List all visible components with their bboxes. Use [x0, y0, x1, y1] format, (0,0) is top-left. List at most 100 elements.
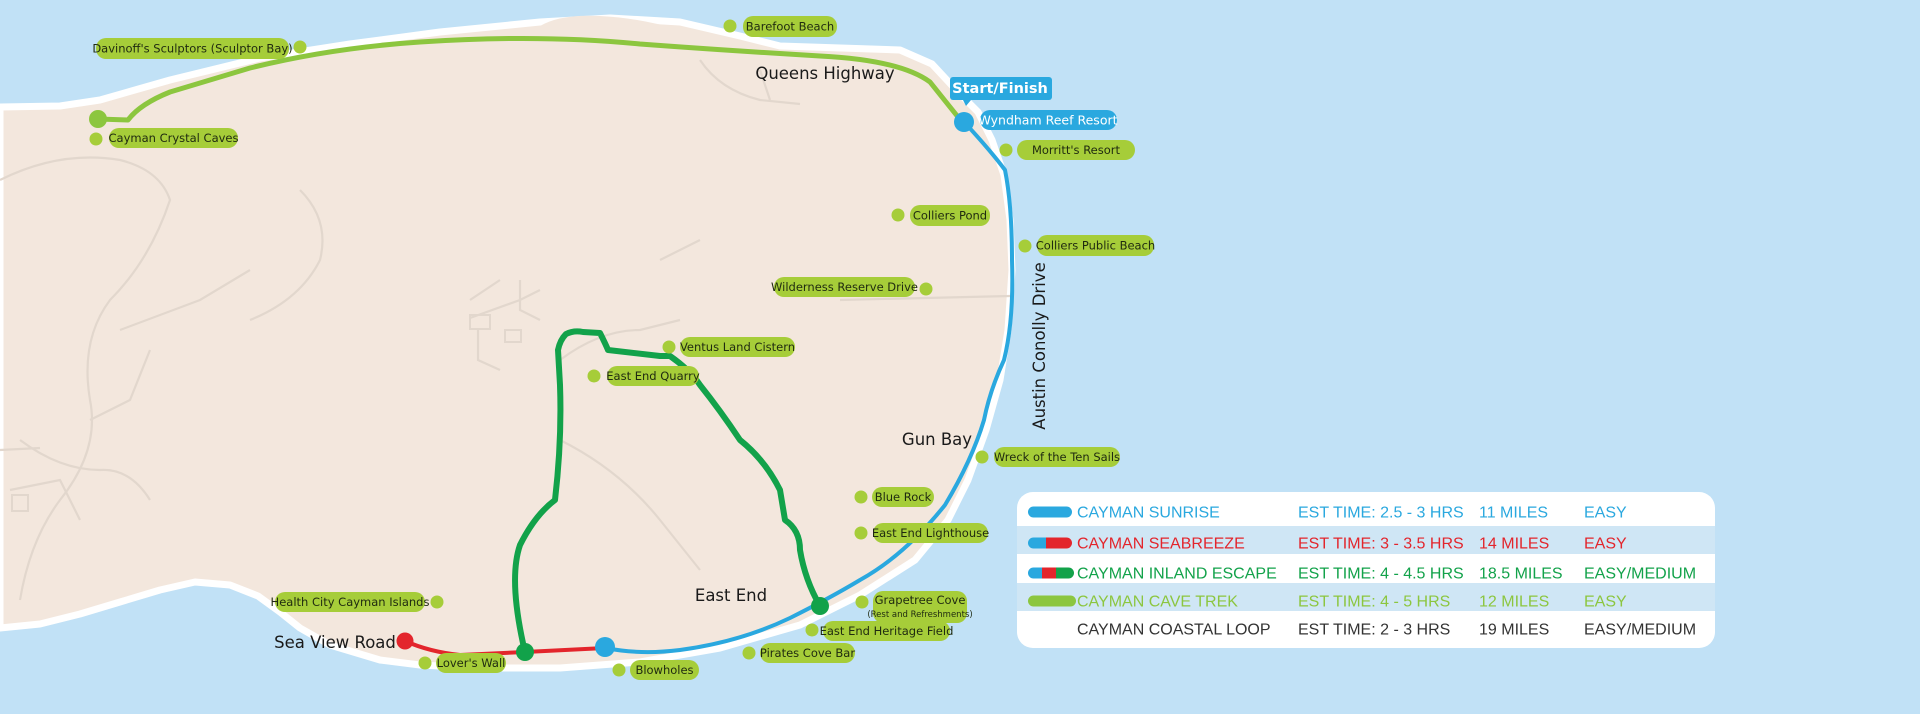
legend-row: CAYMAN SUNRISE EST TIME: 2.5 - 3 HRS 11 MI…: [1028, 505, 1627, 522]
road-label-austin-conolly-drive: Austin Conolly Drive: [1030, 262, 1049, 429]
poi-label: East End Lighthouse: [872, 526, 989, 540]
poi-heritage[interactable]: East End Heritage Field: [805, 621, 954, 641]
poi-label: Barefoot Beach: [746, 20, 834, 34]
poi-label-pill: [743, 16, 837, 37]
green-dot-icon: [855, 595, 869, 609]
poi-blue-rock[interactable]: Blue Rock: [854, 487, 935, 507]
wyndham-pill: [980, 110, 1117, 130]
legend-route-name: CAYMAN SUNRISE: [1077, 505, 1220, 522]
poi-colliers-pond[interactable]: Colliers Pond: [891, 205, 991, 226]
legend-row-band: [1017, 526, 1715, 554]
poi-label: Ventus Land Cistern: [680, 340, 795, 354]
route-sunrise: [603, 121, 1015, 655]
poi-label: Colliers Public Beach: [1036, 239, 1155, 253]
poi-label-pill: [774, 277, 915, 297]
poi-label-pill: [760, 643, 855, 663]
poi-label-pill: [1017, 140, 1135, 160]
poi-label: Lover's Wall: [437, 656, 506, 670]
poi-label-pill: [910, 205, 990, 226]
green-dot-icon: [612, 663, 626, 677]
poi-label: Wreck of the Ten Sails: [994, 450, 1120, 464]
road-label-gun-bay: Gun Bay: [902, 430, 972, 449]
legend-est-time: EST TIME: 4 - 5 HRS: [1298, 594, 1450, 611]
legend-row-band: [1017, 583, 1715, 611]
green-dot-icon: [293, 40, 307, 54]
poi-grapetree[interactable]: Grapetree Cove (Rest and Refreshments): [855, 591, 973, 623]
poi-health-city[interactable]: Health City Cayman Islands: [271, 592, 444, 612]
inland-junction-east[interactable]: [811, 597, 829, 615]
start-finish-marker[interactable]: [954, 112, 974, 132]
legend-distance: 19 MILES: [1479, 622, 1549, 639]
poi-quarry[interactable]: East End Quarry: [587, 366, 700, 386]
legend-swatch: [1028, 506, 1072, 518]
poi-blowholes[interactable]: Blowholes: [612, 660, 700, 680]
poi-lovers[interactable]: Lover's Wall: [418, 653, 507, 673]
green-dot-icon: [854, 490, 868, 504]
green-dot-icon: [805, 623, 819, 637]
poi-wilderness[interactable]: Wilderness Reserve Drive: [771, 277, 933, 297]
wyndham-callout[interactable]: Wyndham Reef Resort: [978, 110, 1118, 130]
green-dot-icon: [418, 656, 432, 670]
poi-label-pill: [823, 621, 950, 641]
inland-junction-west[interactable]: [516, 643, 534, 661]
legend-route-name: CAYMAN COASTAL LOOP: [1077, 622, 1271, 639]
green-dot-icon: [975, 450, 989, 464]
start-finish-label: Start/Finish: [952, 81, 1048, 97]
poi-label: Wilderness Reserve Drive: [771, 280, 918, 294]
legend-est-time: EST TIME: 2 - 3 HRS: [1298, 622, 1450, 639]
poi-pirates[interactable]: Pirates Cove Bar: [742, 643, 856, 663]
green-dot-icon: [742, 646, 756, 660]
legend-swatch: [1028, 595, 1076, 607]
poi-morritts[interactable]: Morritt's Resort: [999, 140, 1136, 160]
sea-view-road-marker[interactable]: [396, 632, 414, 650]
legend-distance: 11 MILES: [1479, 505, 1548, 522]
poi-label: Colliers Pond: [913, 209, 987, 223]
poi-davinoffs[interactable]: Davinoff's Sculptors (Sculptor Bay): [92, 38, 307, 59]
poi-ten-sails[interactable]: Wreck of the Ten Sails: [975, 447, 1121, 467]
green-dot-icon: [662, 340, 676, 354]
poi-label-pill: [1037, 235, 1154, 256]
road-label-sea-view-road: Sea View Road: [274, 633, 396, 652]
poi-label-pill: [680, 337, 795, 357]
route-legend: CAYMAN SUNRISE EST TIME: 2.5 - 3 HRS 11 MI…: [1017, 492, 1715, 648]
poi-ventus[interactable]: Ventus Land Cistern: [662, 337, 796, 357]
legend-distance: 18.5 MILES: [1479, 566, 1563, 583]
poi-barefoot[interactable]: Barefoot Beach: [723, 16, 838, 37]
route-cave-trek: [95, 35, 965, 125]
crystal-caves-marker[interactable]: [89, 110, 107, 128]
poi-label-pill: [630, 660, 699, 680]
poi-label-pill: [96, 38, 289, 59]
poi-lighthouse[interactable]: East End Lighthouse: [854, 523, 990, 543]
seabreeze-junction[interactable]: [595, 637, 615, 657]
legend-route-name: CAYMAN CAVE TREK: [1077, 594, 1238, 611]
poi-label: Davinoff's Sculptors (Sculptor Bay): [92, 42, 292, 56]
legend-est-time: EST TIME: 3 - 3.5 HRS: [1298, 536, 1464, 553]
legend-row: CAYMAN INLAND ESCAPE EST TIME: 4 - 4.5 HR…: [1028, 566, 1696, 583]
parcel-outline: [469, 314, 491, 330]
poi-colliers-beach[interactable]: Colliers Public Beach: [1018, 235, 1156, 256]
poi-sublabel: (Rest and Refreshments): [867, 610, 972, 620]
poi-label: Blue Rock: [875, 490, 932, 504]
poi-label-pill: [872, 487, 934, 507]
legend-est-time: EST TIME: 2.5 - 3 HRS: [1298, 505, 1464, 522]
poi-label-pill: [109, 128, 238, 148]
road-label-queens-highway: Queens Highway: [755, 64, 895, 83]
green-dot-icon: [999, 143, 1013, 157]
poi-crystal-caves[interactable]: Cayman Crystal Caves: [89, 128, 239, 148]
poi-label: Blowholes: [635, 663, 693, 677]
start-finish-box: [950, 77, 1052, 100]
legend-difficulty: EASY/MEDIUM: [1584, 566, 1696, 583]
start-finish-callout[interactable]: Start/Finish: [950, 77, 1052, 106]
poi-label-pill: [436, 653, 506, 673]
poi-label: Grapetree Cove: [875, 593, 966, 607]
green-dot-icon: [919, 282, 933, 296]
green-dot-icon: [587, 369, 601, 383]
legend-difficulty: EASY/MEDIUM: [1584, 622, 1696, 639]
parcel-outline: [11, 494, 29, 512]
legend-route-name: CAYMAN INLAND ESCAPE: [1077, 566, 1277, 583]
legend-est-time: EST TIME: 4 - 4.5 HRS: [1298, 566, 1464, 583]
green-dot-icon: [89, 132, 103, 146]
